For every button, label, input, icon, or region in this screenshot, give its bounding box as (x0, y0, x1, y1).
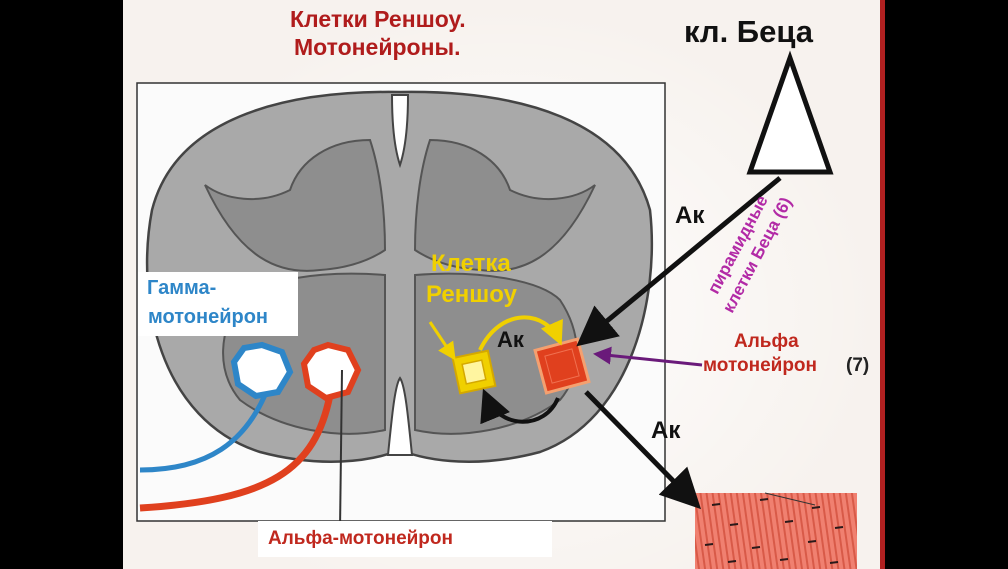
alpha-motoneuron-bottom-label: Альфа-мотонейрон (268, 528, 453, 549)
muscle-fibres (695, 493, 857, 569)
muscle-pointer-line (764, 492, 816, 506)
dorsal-horn-left (204, 138, 387, 272)
gamma-motoneuron-label-line-1: Гамма- (147, 277, 217, 299)
alpha-bottom-label-box (258, 521, 552, 557)
renshaw-cell-label-line-2: Реншоу (426, 281, 517, 308)
muscle-nuclei (704, 498, 844, 564)
alpha-motoneuron-number: (7) (846, 355, 870, 376)
alpha-to-muscle-arrow (584, 390, 702, 510)
betz-cell-label: кл. Беца (684, 14, 814, 49)
alpha-motoneuron-label-line-2: мотонейрон (703, 355, 818, 376)
alpha-motoneuron-label-line-1: Альфа (734, 331, 799, 352)
gamma-motoneuron-label-line-2: мотонейрон (148, 306, 269, 328)
gamma-label-box (138, 272, 298, 336)
slide-title-line-2: Мотонейроны. (294, 34, 461, 60)
alpha-motoneuron-body (300, 341, 362, 402)
axon-label-upper: Ак (675, 202, 705, 229)
renshaw-to-alpha-arrow (478, 315, 563, 351)
gamma-motoneuron-body (230, 341, 294, 400)
gamma-axon (139, 393, 268, 473)
collateral-line (339, 369, 343, 531)
slide-title-line-1: Клетки Реншоу. (290, 6, 466, 32)
alpha-axon (139, 394, 334, 512)
alpha-to-renshaw-arrow (480, 388, 560, 425)
axon-label-renshaw: Ак (497, 327, 524, 352)
alpha-label-pointer-arrow (593, 346, 703, 367)
renshaw-cell-label-line-1: Клетка (431, 250, 511, 277)
alpha-motoneuron-square (533, 337, 591, 395)
dorsal-horn-right (413, 138, 596, 272)
renshaw-cell (451, 349, 497, 395)
betz-to-alpha-arrow (576, 176, 782, 347)
dorsal-fissure (390, 94, 410, 169)
renshaw-pointer-arrow (428, 321, 456, 361)
slide-red-edge (880, 0, 885, 569)
ventral-fissure (386, 376, 414, 456)
axon-label-lower: Ак (651, 417, 681, 444)
betz-cell-triangle (746, 50, 834, 175)
